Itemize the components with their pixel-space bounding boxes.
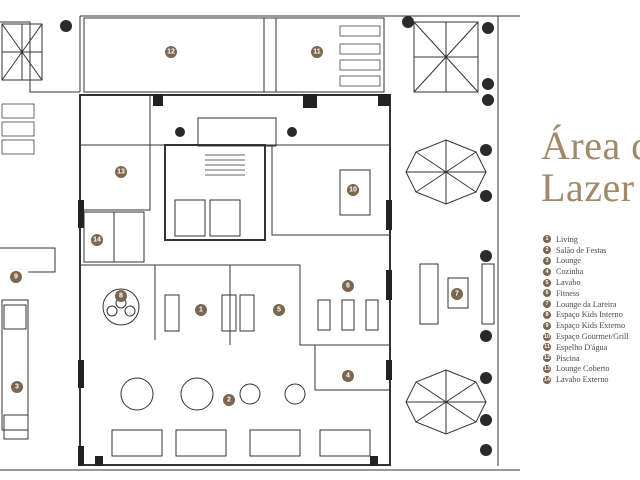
- svg-text:1: 1: [199, 307, 203, 314]
- marker-3: 3: [11, 381, 23, 393]
- legend-number-badge: 6: [543, 289, 551, 298]
- legend-item: 4 Cozinha: [543, 266, 640, 277]
- svg-text:3: 3: [15, 384, 19, 391]
- legend-item: 6 Fitness: [543, 288, 640, 299]
- svg-text:5: 5: [277, 307, 281, 314]
- svg-text:4: 4: [346, 373, 350, 380]
- svg-text:8: 8: [119, 293, 123, 300]
- legend-item: 2 Salão de Festas: [543, 245, 640, 256]
- svg-text:9: 9: [14, 274, 18, 281]
- marker-6: 6: [342, 280, 354, 292]
- svg-text:10: 10: [349, 187, 357, 194]
- legend-label: Espaço Gourmet/Grill: [556, 332, 629, 342]
- legend-item: 11 Espelho D'água: [543, 342, 640, 353]
- legend-number-badge: 3: [543, 256, 551, 265]
- svg-text:2: 2: [227, 397, 231, 404]
- legend-number-badge: 11: [543, 343, 551, 352]
- legend-label: Espelho D'água: [556, 342, 608, 352]
- pool-outline: [83, 17, 385, 93]
- legend-number-badge: 10: [543, 332, 551, 341]
- legend-number-badge: 4: [543, 267, 551, 276]
- legend-item: 5 Lavabo: [543, 277, 640, 288]
- legend-item: 10 Espaço Gourmet/Grill: [543, 331, 640, 342]
- legend-item: 1 Living: [543, 234, 640, 245]
- legend-label: Cozinha: [556, 267, 584, 277]
- legend-number-badge: 13: [543, 364, 551, 373]
- svg-text:12: 12: [167, 49, 175, 56]
- svg-text:7: 7: [455, 291, 459, 298]
- main-building: [79, 94, 391, 466]
- marker-10: 10: [347, 184, 359, 196]
- legend-label: Lounge: [556, 256, 582, 266]
- legend-number-badge: 5: [543, 278, 551, 287]
- legend-item: 7 Lounge da Lareira: [543, 299, 640, 310]
- legend-item: 12 Piscina: [543, 353, 640, 364]
- legend-label: Living: [556, 234, 578, 244]
- marker-14: 14: [91, 234, 103, 246]
- legend-label: Fitness: [556, 288, 580, 298]
- marker-2: 2: [223, 394, 235, 406]
- legend-item: 14 Lavabo Externo: [543, 374, 640, 385]
- marker-5: 5: [273, 304, 285, 316]
- marker-12: 12: [165, 46, 177, 58]
- marker-9: 9: [10, 271, 22, 283]
- legend-label: Lounge da Lareira: [556, 299, 617, 309]
- svg-text:11: 11: [313, 49, 321, 56]
- legend-item: 3 Lounge: [543, 256, 640, 267]
- legend-number-badge: 1: [543, 235, 551, 244]
- marker-4: 4: [342, 370, 354, 382]
- legend-number-badge: 7: [543, 300, 551, 309]
- marker-7: 7: [451, 288, 463, 300]
- legend-item: 13 Lounge Coberto: [543, 364, 640, 375]
- legend-label: Salão de Festas: [556, 245, 607, 255]
- legend-number-badge: 2: [543, 246, 551, 255]
- legend-number-badge: 8: [543, 310, 551, 319]
- svg-text:13: 13: [117, 169, 125, 176]
- legend-label: Espaço Kids Externo: [556, 321, 626, 331]
- svg-text:14: 14: [93, 237, 101, 244]
- legend-label: Lavabo: [556, 278, 581, 288]
- legend-label: Piscina: [556, 353, 580, 363]
- legend-item: 8 Espaço Kids Interno: [543, 310, 640, 321]
- legend-label: Lavabo Externo: [556, 375, 609, 385]
- legend-label: Lounge Coberto: [556, 364, 610, 374]
- legend-label: Espaço Kids Interno: [556, 310, 623, 320]
- title-line-2: Lazer: [541, 165, 635, 210]
- legend-number-badge: 12: [543, 354, 551, 363]
- legend-item: 9 Espaço Kids Externo: [543, 320, 640, 331]
- floor-plan: 1 2 3 4 5 6 7 8 9 10 11 12 13 14: [0, 15, 520, 471]
- legend-number-badge: 14: [543, 375, 551, 384]
- marker-11: 11: [311, 46, 323, 58]
- marker-8: 8: [115, 290, 127, 302]
- marker-1: 1: [195, 304, 207, 316]
- title-line-1: Área d: [541, 123, 640, 168]
- legend-number-badge: 9: [543, 321, 551, 330]
- marker-13: 13: [115, 166, 127, 178]
- svg-text:6: 6: [346, 283, 350, 290]
